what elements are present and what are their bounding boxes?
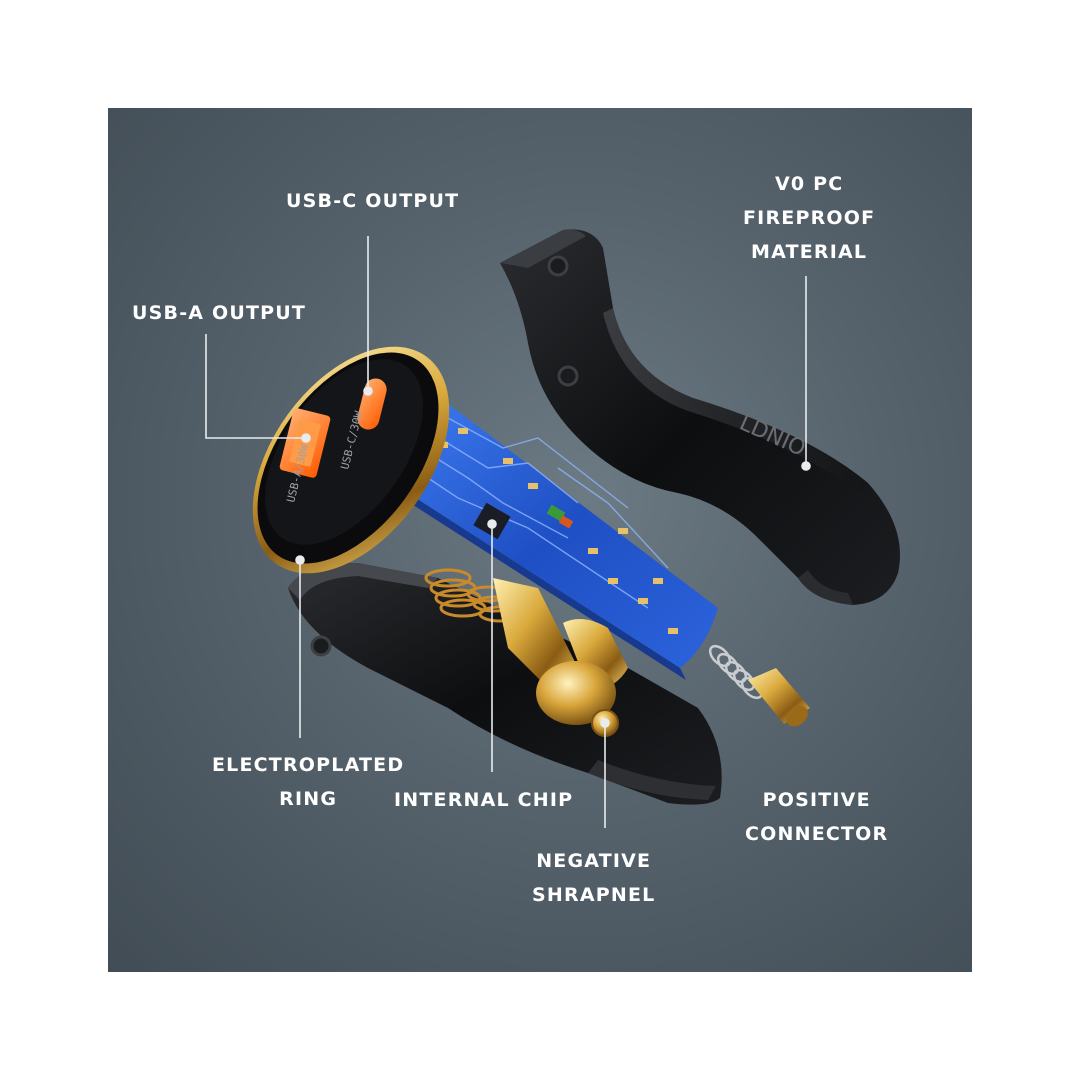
upper-shell: LDNIO — [500, 229, 900, 605]
label-internal-chip: INTERNAL CHIP — [394, 789, 574, 811]
usb-a-port — [279, 408, 331, 478]
label-electroplated-ring: ELECTROPLATED RING — [212, 754, 405, 810]
faceplate: USB-A/30W USB-C/30W — [252, 346, 450, 574]
lower-shell — [288, 563, 722, 805]
product-diagram-panel: LDNIO — [108, 108, 972, 972]
positive-connector-part — [708, 644, 810, 727]
negative-shrapnel-part — [493, 578, 628, 737]
label-usb-a-output: USB-A OUTPUT — [132, 302, 307, 324]
usb-a-leader — [205, 334, 303, 439]
circuit-board — [395, 400, 718, 680]
label-positive-connector: POSITIVE CONNECTOR — [745, 789, 889, 845]
charger-exploded-illustration: LDNIO — [205, 229, 900, 828]
leader-lines — [205, 236, 811, 828]
label-fireproof-material: V0 PC FIREPROOF MATERIAL — [743, 173, 876, 263]
label-negative-shrapnel: NEGATIVE SHRAPNEL — [532, 850, 656, 906]
label-usb-c-output: USB-C OUTPUT — [286, 190, 460, 212]
